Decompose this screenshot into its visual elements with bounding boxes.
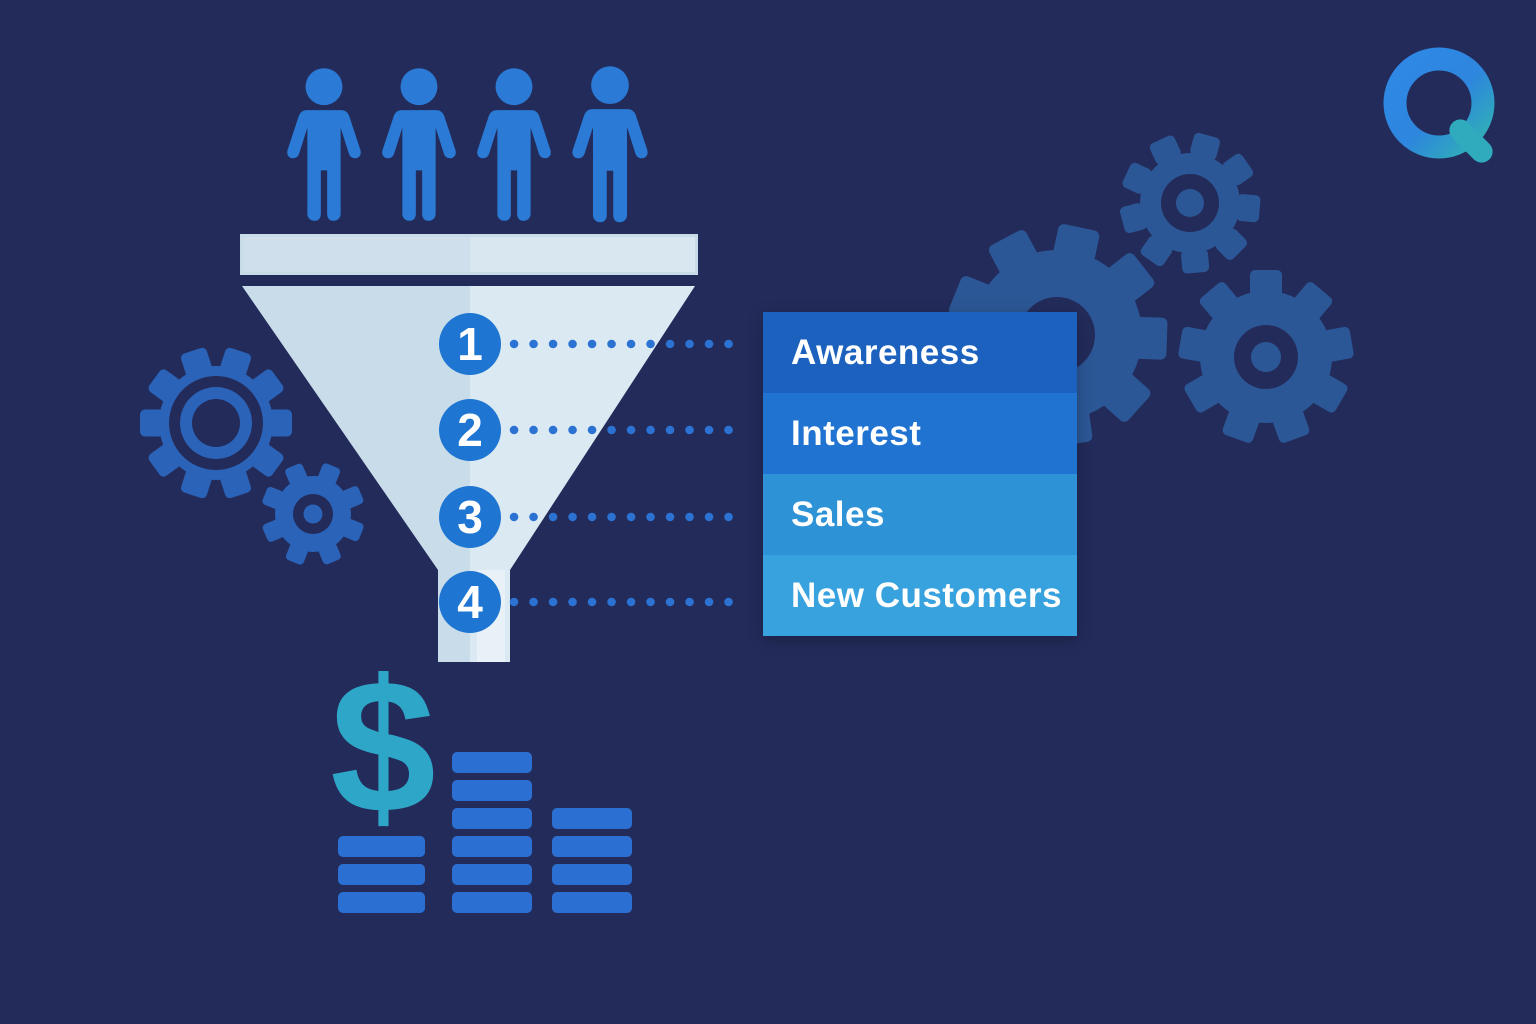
q-logo-icon: [1383, 47, 1495, 163]
stage-number: 4: [457, 576, 483, 628]
stage-row-sales: Sales: [763, 474, 1077, 555]
person-icon: [477, 68, 551, 221]
coin: [552, 808, 632, 829]
gear-icon: [1178, 270, 1354, 443]
coin: [552, 864, 632, 885]
coin: [338, 864, 425, 885]
coin: [338, 836, 425, 857]
coin: [452, 780, 532, 801]
coin: [338, 892, 425, 913]
stage-number: 2: [457, 404, 483, 456]
funnel-cone-right: [470, 286, 695, 662]
person-icon: [382, 68, 456, 221]
people-group: [287, 66, 648, 223]
coin-stacks-icon: [338, 752, 632, 913]
stage-row-new-customers: New Customers: [763, 555, 1077, 636]
coin: [552, 892, 632, 913]
stage-number: 1: [457, 318, 483, 370]
coin: [452, 836, 532, 857]
coin: [452, 752, 532, 773]
funnel-rim: [240, 234, 698, 275]
coin: [452, 864, 532, 885]
person-icon: [287, 68, 361, 221]
stage-badge-2: 2: [439, 399, 501, 461]
stage-number: 3: [457, 491, 483, 543]
stage-label: Awareness: [791, 332, 980, 372]
stage-badge-1: 1: [439, 313, 501, 375]
coin: [452, 892, 532, 913]
funnel-cone-left: [242, 286, 470, 662]
stage-badge-4: 4: [439, 571, 501, 633]
stage-row-interest: Interest: [763, 393, 1077, 474]
gear-icon: [1120, 133, 1261, 274]
gear-icon: [262, 463, 364, 565]
stage-label: New Customers: [791, 575, 1063, 615]
person-icon: [572, 66, 648, 223]
stage-row-awareness: Awareness: [763, 312, 1077, 393]
gear-icon: [140, 347, 292, 499]
dollar-icon: $: [330, 641, 436, 853]
stage-labels-panel: Awareness Interest Sales New Customers: [763, 312, 1077, 636]
stage-label: Interest: [791, 413, 922, 453]
coin: [552, 836, 632, 857]
stage-badge-3: 3: [439, 486, 501, 548]
stage-label: Sales: [791, 494, 885, 534]
coin: [452, 808, 532, 829]
